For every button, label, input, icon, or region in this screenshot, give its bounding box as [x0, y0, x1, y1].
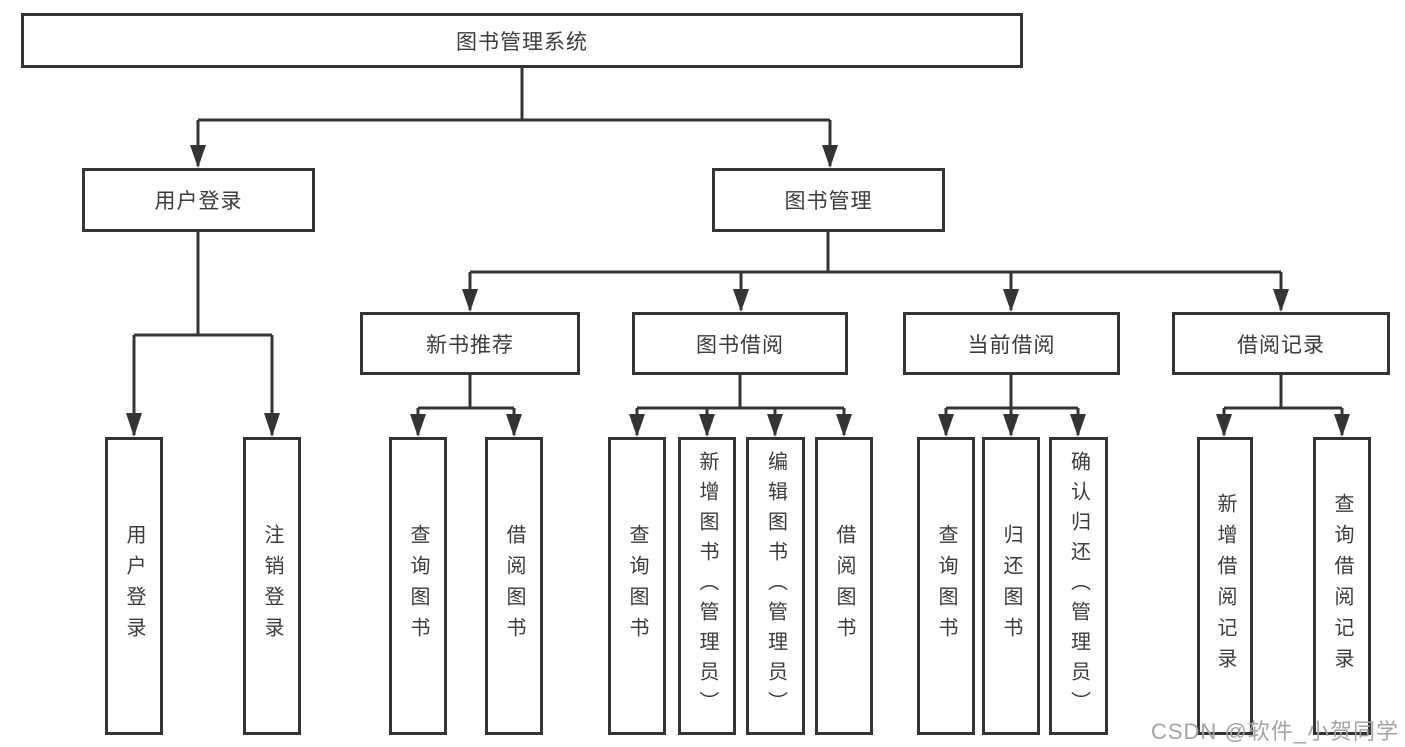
node-label: 编辑图书（管理员）	[764, 451, 787, 721]
node-label: 注销登录	[261, 524, 283, 648]
node-label: 用户登录	[123, 524, 145, 648]
arrow-down-icon	[1216, 414, 1232, 437]
node-label: 归还图书	[1000, 524, 1022, 648]
arrow-down-icon	[264, 413, 280, 437]
node-label: 图书管理	[784, 190, 873, 213]
arrow-down-icon	[190, 145, 206, 168]
node-root-system: 图书管理系统	[21, 13, 1023, 68]
leaf-confirm-return-admin: 确认归还（管理员）	[1049, 437, 1108, 735]
node-book-management: 图书管理	[712, 168, 945, 232]
arrow-down-icon	[506, 414, 522, 437]
node-label: 用户登录	[154, 190, 243, 213]
connector-borrow-record-to-leaves	[1222, 375, 1344, 435]
connector-new-book-to-leaves	[416, 375, 516, 435]
arrow-down-icon	[462, 289, 478, 312]
node-label: 新增图书（管理员）	[696, 451, 718, 721]
node-current-borrow: 当前借阅	[903, 312, 1120, 375]
leaf-edit-book-admin: 编辑图书（管理员）	[746, 437, 805, 735]
arrow-down-icon	[126, 413, 142, 437]
arrow-down-icon	[836, 414, 852, 437]
node-label: 当前借阅	[967, 333, 1056, 357]
connector-root-to-level2	[196, 68, 832, 166]
node-label: 查询图书	[935, 524, 957, 648]
connector-book-management-to-level3	[468, 232, 1283, 310]
leaf-query-borrow-record: 查询借阅记录	[1313, 437, 1371, 735]
leaf-add-book-admin: 新增图书（管理员）	[678, 437, 736, 735]
node-label: 查询借阅记录	[1331, 493, 1353, 679]
node-new-book-recommend: 新书推荐	[360, 312, 580, 375]
leaf-add-borrow-record: 新增借阅记录	[1197, 437, 1253, 735]
arrow-down-icon	[938, 414, 954, 437]
connector-user-login-to-leaves	[132, 232, 274, 435]
csdn-watermark: CSDN @软件_小贺同学	[1150, 719, 1399, 744]
leaf-borrow-book: 借阅图书	[815, 437, 873, 735]
leaf-user-login: 用户登录	[105, 437, 163, 735]
leaf-borrow-query-book: 查询图书	[608, 437, 666, 735]
node-label: 查询图书	[626, 524, 648, 648]
leaf-current-query-book: 查询图书	[917, 437, 975, 735]
arrow-down-icon	[1070, 414, 1086, 437]
arrow-down-icon	[1003, 414, 1019, 437]
arrow-down-icon	[1334, 414, 1350, 437]
node-label: 借阅记录	[1237, 333, 1325, 357]
leaf-recommend-query-book: 查询图书	[389, 437, 447, 735]
node-label: 新书推荐	[426, 333, 514, 357]
arrow-down-icon	[410, 414, 426, 437]
connector-book-borrow-to-leaves	[635, 375, 846, 435]
node-label: 查询图书	[407, 524, 429, 648]
node-label: 借阅图书	[503, 524, 525, 648]
arrow-down-icon	[1003, 289, 1019, 312]
leaf-return-book: 归还图书	[982, 437, 1040, 735]
arrow-down-icon	[1273, 289, 1289, 312]
node-label: 借阅图书	[833, 524, 855, 648]
node-label: 确认归还（管理员）	[1067, 451, 1090, 721]
arrow-down-icon	[733, 289, 749, 312]
node-book-borrow: 图书借阅	[632, 312, 848, 375]
arrow-down-icon	[822, 145, 838, 168]
arrow-down-icon	[629, 414, 645, 437]
node-label: 图书管理系统	[456, 30, 588, 54]
leaf-recommend-borrow-book: 借阅图书	[485, 437, 543, 735]
node-label: 图书借阅	[696, 333, 784, 357]
node-borrow-record: 借阅记录	[1172, 312, 1390, 375]
node-user-login: 用户登录	[82, 168, 315, 232]
node-label: 新增借阅记录	[1214, 493, 1236, 679]
arrow-down-icon	[699, 414, 715, 437]
leaf-logout: 注销登录	[243, 437, 301, 735]
arrow-down-icon	[767, 414, 783, 437]
